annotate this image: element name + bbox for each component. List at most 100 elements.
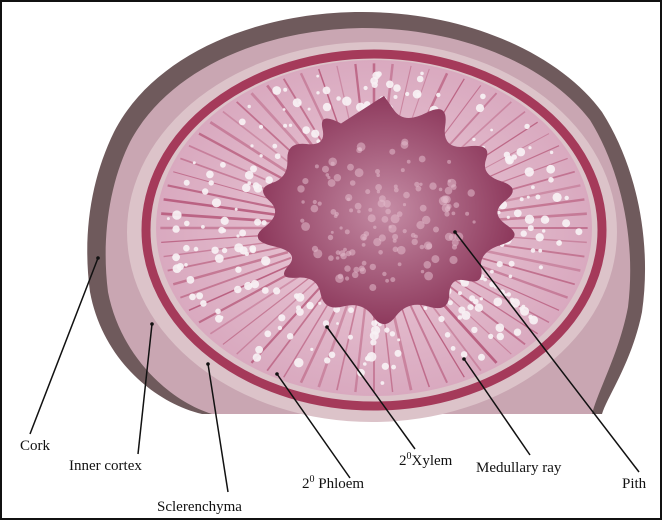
xylem-vessel	[436, 93, 440, 97]
xylem-vessel	[514, 329, 521, 336]
xylem-vessel	[476, 104, 484, 112]
xylem-vessel	[235, 267, 241, 273]
xylem-vessel	[520, 197, 524, 201]
xylem-vessel	[254, 219, 261, 226]
pith-cell	[349, 208, 353, 212]
xylem-vessel	[539, 265, 543, 269]
pith-cell	[328, 235, 333, 240]
pith-cell	[358, 147, 362, 151]
xylem-vessel	[405, 92, 409, 96]
xylem-vessel	[514, 209, 522, 217]
xylem-vessel	[248, 105, 251, 108]
xylem-vessel	[424, 306, 428, 310]
pith-cell	[357, 210, 361, 214]
xylem-vessel	[184, 221, 190, 227]
pith-cell	[378, 250, 383, 255]
xylem-vessel	[461, 351, 468, 358]
xylem-vessel	[473, 299, 479, 305]
pith-cell	[468, 189, 475, 196]
xylem-vessel	[342, 97, 351, 106]
pith-cell	[365, 189, 370, 194]
xylem-vessel	[525, 215, 534, 224]
phloem-pointer-tip	[275, 372, 279, 376]
xylem-vessel	[505, 156, 514, 165]
xylem-vessel	[184, 263, 188, 267]
xylem-vessel	[184, 180, 190, 186]
xylem-vessel	[316, 91, 319, 94]
pith-cell	[311, 205, 319, 213]
pith-cell	[362, 261, 367, 266]
xylem-vessel	[575, 228, 582, 235]
xylem-vessel	[542, 229, 545, 232]
xylem-vessel	[244, 282, 252, 290]
xylem-vessel	[397, 338, 400, 341]
pith-cell	[368, 214, 376, 222]
pith-cell	[420, 245, 425, 250]
xylem-vessel	[265, 176, 273, 184]
pith-cell	[339, 250, 345, 256]
xylem-vessel	[497, 333, 504, 340]
xylem-vessel	[496, 323, 505, 332]
pith-cell	[414, 235, 418, 239]
xylem-vessel	[323, 87, 331, 95]
pith-cell	[424, 261, 432, 269]
xylem-vessel	[262, 287, 269, 294]
xylem-vessel	[318, 302, 321, 305]
pith-cell	[398, 262, 402, 266]
xylem-vessel	[490, 270, 494, 274]
pith-cell	[347, 164, 354, 171]
xylem-vessel	[467, 304, 473, 310]
label-secondary-phloem: 20 Phloem	[302, 474, 364, 493]
xylem-vessel	[458, 307, 465, 314]
xylem-vessel	[509, 261, 515, 267]
xylem-vessel	[222, 248, 227, 253]
xylem-vessel	[438, 316, 444, 322]
pith-cell	[373, 226, 376, 229]
xylem-vessel	[273, 287, 280, 294]
xylem-vessel	[490, 129, 493, 132]
pith-cell	[300, 219, 304, 223]
pith-cell	[336, 256, 340, 260]
pith-cell	[401, 141, 409, 149]
xylem-vessel	[480, 94, 486, 100]
xylem-vessel	[211, 247, 218, 254]
xylem-vessel	[558, 240, 561, 243]
pith-cell	[444, 211, 449, 216]
pith-cell	[403, 203, 406, 206]
xylem-vessel	[550, 151, 553, 154]
xylem-vessel	[382, 363, 389, 370]
xylem-vessel	[488, 334, 493, 339]
xylem-vessel	[524, 124, 529, 129]
pith-cell	[424, 272, 433, 281]
xylem-vessel	[413, 90, 422, 99]
xylem-vessel	[259, 154, 262, 157]
xylem-vessel	[283, 108, 286, 111]
pith-cell	[439, 188, 443, 192]
pith-cell	[326, 173, 330, 177]
pith-cell	[449, 256, 457, 264]
pith-cell	[473, 220, 476, 223]
xylem-vessel	[497, 211, 501, 215]
xylem-vessel	[395, 350, 402, 357]
xylem-vessel	[507, 216, 510, 219]
xylem-vessel	[245, 252, 249, 256]
cork-pointer-tip	[96, 256, 100, 260]
xylem-vessel	[472, 138, 475, 141]
xylem-vessel	[565, 196, 569, 200]
xylem-vessel	[545, 218, 549, 222]
pith-cell	[412, 239, 418, 245]
pith-cell	[394, 185, 398, 189]
xylem-vessel	[239, 230, 246, 237]
xylem-vessel	[531, 248, 536, 253]
pith-cell	[397, 246, 406, 255]
pith-cell	[322, 166, 329, 173]
xylem-vessel	[206, 171, 214, 179]
xylem-vessel	[294, 358, 303, 367]
xylem-vessel	[478, 354, 485, 361]
xylem-vessel	[278, 326, 282, 330]
pith-cell	[422, 216, 430, 224]
pith-cell	[389, 149, 395, 155]
pith-cell	[349, 249, 355, 255]
xylem-vessel	[221, 217, 229, 225]
xylem-vessel	[448, 300, 453, 305]
